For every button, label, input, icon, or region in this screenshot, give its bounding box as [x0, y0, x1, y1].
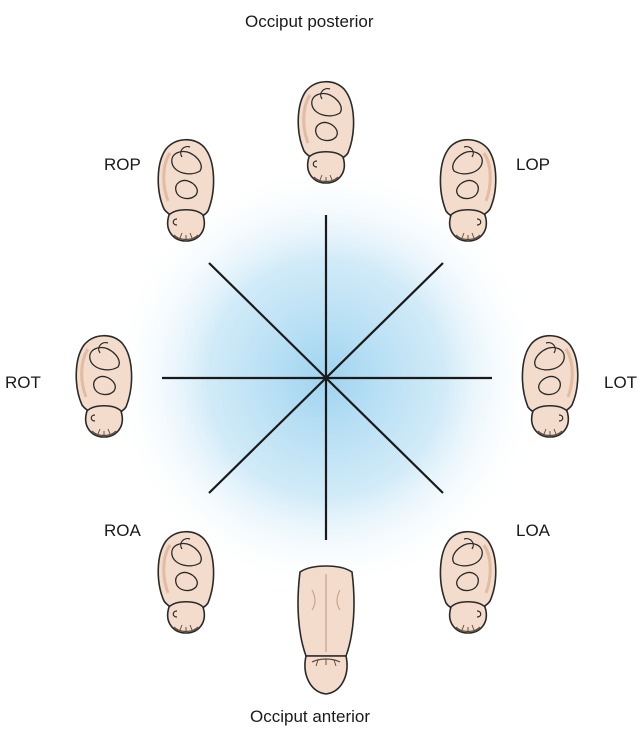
fetus-icon-roa: [158, 532, 213, 633]
fetus-icon-loa: [440, 532, 495, 633]
label-lot: LOT: [604, 374, 637, 391]
label-rop: ROP: [104, 156, 141, 173]
label-loa: LOA: [516, 522, 550, 539]
label-occiput-anterior: Occiput anterior: [250, 708, 370, 725]
label-rot: ROT: [5, 374, 41, 391]
fetus-back-icon-occiput-anterior: [298, 566, 354, 694]
label-lop: LOP: [516, 156, 550, 173]
label-occiput-posterior: Occiput posterior: [245, 13, 374, 30]
label-roa: ROA: [104, 522, 141, 539]
